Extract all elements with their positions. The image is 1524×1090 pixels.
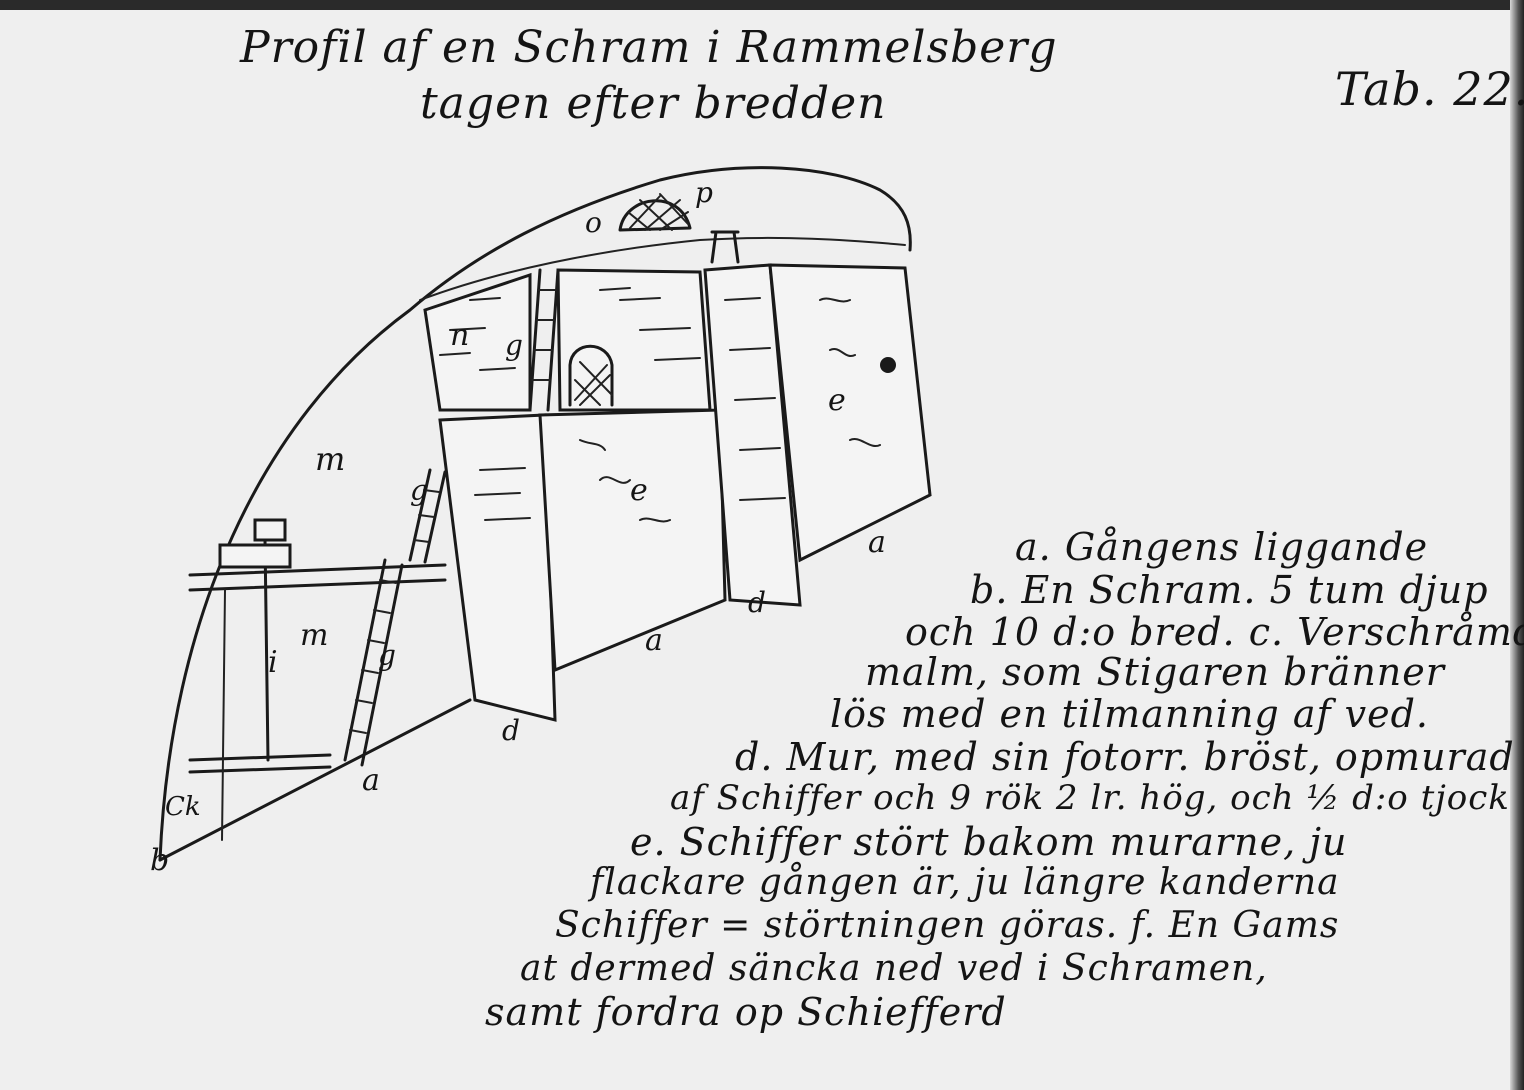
label-e-mid: e bbox=[630, 473, 648, 508]
winch bbox=[710, 230, 740, 264]
legend-line-4: malm, som Stigaren bränner bbox=[865, 650, 1445, 694]
front-wall-d bbox=[438, 413, 557, 722]
schiffer-panel-far-right bbox=[768, 263, 932, 563]
upper-masonry-wall bbox=[423, 268, 712, 412]
label-d-right: d bbox=[748, 586, 766, 619]
title-line-2: tagen efter bredden bbox=[420, 78, 887, 129]
ladder-upper bbox=[528, 268, 560, 412]
label-o: o bbox=[585, 206, 602, 239]
legend-line-2: b. En Schram. 5 tum djup bbox=[970, 568, 1489, 612]
arched-opening bbox=[568, 344, 614, 407]
label-a-mid: a bbox=[645, 623, 663, 658]
label-m-upper: m bbox=[315, 440, 345, 478]
label-p: p bbox=[695, 176, 713, 209]
legend-line-6: d. Mur, med sin fotorr. bröst, opmurad bbox=[735, 735, 1515, 779]
label-e-right: e bbox=[828, 383, 846, 418]
grated-dome bbox=[618, 193, 692, 232]
label-g-upper: g bbox=[505, 329, 523, 362]
legend-line-3: och 10 d:o bred. c. Verschråmd bbox=[905, 610, 1524, 654]
ladder-mid bbox=[408, 468, 447, 564]
label-m-lower: m bbox=[300, 618, 328, 653]
label-i: i bbox=[268, 645, 278, 680]
cavity-base-line bbox=[158, 698, 472, 862]
right-tall-panel bbox=[703, 263, 802, 607]
label-a-lower: a bbox=[362, 763, 380, 798]
legend-line-10: Schiffer = störtningen göras. f. En Gams bbox=[555, 905, 1340, 946]
timber-frames bbox=[188, 518, 447, 841]
label-g-mid: g bbox=[410, 474, 428, 507]
legend-line-1: a. Gångens liggande bbox=[1015, 525, 1429, 569]
label-a-right: a bbox=[868, 525, 886, 560]
label-b: b bbox=[150, 843, 169, 878]
label-ck: Ck bbox=[165, 792, 201, 822]
upper-floor-line bbox=[419, 236, 906, 301]
legend-line-8: e. Schiffer stört bakom murarne, ju bbox=[630, 820, 1348, 864]
legend-line-12: samt fordra op Schiefferd bbox=[485, 990, 1007, 1034]
label-d-bottom: d bbox=[502, 714, 520, 747]
ladder-left bbox=[343, 558, 404, 767]
stone-panel-e bbox=[538, 408, 727, 673]
legend-line-5: lös med en tilmanning af ved. bbox=[830, 692, 1429, 736]
photo-edge-right bbox=[1510, 0, 1524, 1090]
photo-edge-top bbox=[0, 0, 1524, 10]
label-n: n bbox=[450, 318, 469, 353]
legend-line-7: af Schiffer och 9 rök 2 lr. hög, och ½ d… bbox=[670, 778, 1510, 818]
title-line-1: Profil af en Schram i Rammelsberg bbox=[240, 22, 1058, 73]
tab-label: Tab. 22. bbox=[1335, 62, 1524, 116]
legend-line-11: at dermed säncka ned ved i Schramen, bbox=[520, 948, 1268, 989]
legend-line-9: flackare gången är, ju längre kanderna bbox=[590, 862, 1340, 903]
label-g-lower: g bbox=[378, 639, 396, 672]
